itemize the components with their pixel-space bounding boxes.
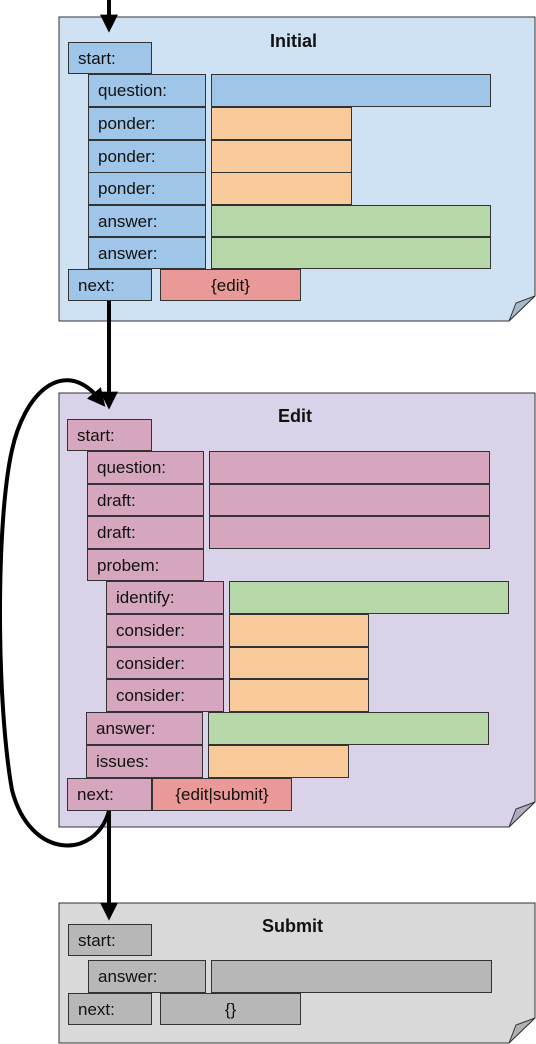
submit-answer-value	[211, 960, 492, 993]
edit-problem-label: probem:	[87, 549, 204, 581]
edit-consider-label-3: consider:	[106, 679, 224, 712]
edit-draft-label-2: draft:	[87, 516, 204, 549]
initial-ponder-label-2: ponder:	[88, 140, 206, 173]
edit-consider-label-1: consider:	[106, 614, 224, 647]
edit-next-value: {edit|submit}	[152, 778, 292, 811]
submit-next-label: next:	[68, 993, 152, 1025]
edit-next-label: next:	[67, 778, 152, 811]
initial-title: Initial	[270, 31, 318, 51]
initial-answer-label-2: answer:	[88, 237, 206, 269]
edit-draft-value-2	[209, 516, 490, 549]
edit-question-value	[209, 451, 490, 484]
initial-ponder-value-3	[211, 172, 352, 205]
initial-start-label: start:	[68, 42, 152, 74]
edit-start-label: start:	[67, 419, 152, 451]
initial-answer-label-1: answer:	[88, 205, 206, 237]
submit-title: Submit	[262, 916, 323, 936]
edit-panel-fold	[508, 801, 536, 828]
initial-panel-fold	[508, 295, 536, 322]
edit-title: Edit	[278, 406, 312, 426]
edit-issues-label: issues:	[86, 745, 203, 778]
edit-loop-arrow	[0, 378, 111, 848]
submit-next-value: {}	[160, 993, 301, 1025]
initial-answer-value-1	[211, 205, 491, 237]
initial-question-value	[211, 74, 491, 107]
edit-issues-value	[208, 745, 349, 778]
edit-answer-value	[208, 712, 489, 745]
initial-ponder-value-1	[211, 107, 352, 140]
edit-consider-value-2	[229, 647, 369, 679]
initial-answer-value-2	[211, 237, 491, 269]
submit-start-label: start:	[68, 924, 152, 956]
edit-question-label: question:	[87, 451, 204, 484]
edit-draft-value-1	[209, 484, 490, 516]
initial-ponder-label-1: ponder:	[88, 107, 206, 140]
edit-consider-value-1	[229, 614, 369, 647]
edit-identify-value	[229, 581, 509, 614]
initial-question-label: question:	[88, 74, 206, 107]
submit-panel-fold	[508, 1017, 536, 1044]
edit-draft-label-1: draft:	[87, 484, 204, 516]
initial-next-value: {edit}	[160, 269, 301, 301]
edit-consider-value-3	[229, 679, 369, 712]
edit-consider-label-2: consider:	[106, 647, 224, 679]
edit-identify-label: identify:	[106, 581, 224, 614]
initial-ponder-label-3: ponder:	[88, 172, 206, 205]
submit-answer-label: answer:	[88, 960, 206, 993]
initial-next-label: next:	[68, 269, 152, 301]
edit-answer-label: answer:	[86, 712, 203, 745]
